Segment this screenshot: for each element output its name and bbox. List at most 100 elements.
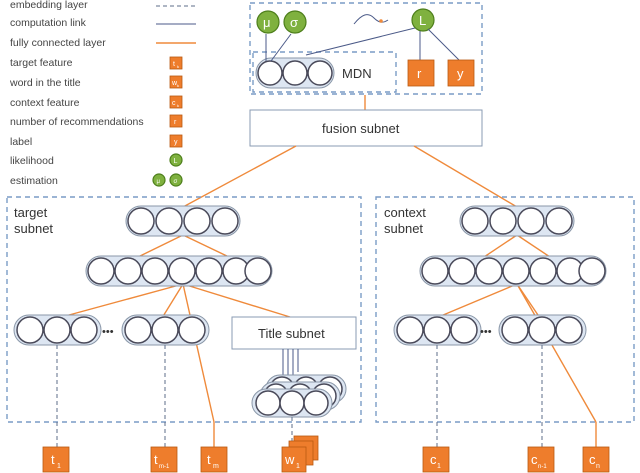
fc-link <box>516 234 551 258</box>
legend-estimation-mu: μ <box>157 179 161 185</box>
distribution-curve-icon <box>353 14 389 25</box>
target-subnet-label-line2: subnet <box>14 221 53 236</box>
legend-target-sub: k <box>177 64 179 69</box>
fc-link <box>516 283 597 423</box>
fusion-subnet-box <box>249 109 483 147</box>
c1-sub: 1 <box>437 463 441 470</box>
context-top-layer <box>459 205 575 237</box>
link-L-mdn <box>305 27 416 56</box>
title-subnet-label: Title subnet <box>258 326 325 341</box>
legend-likelihood-symbol: L <box>174 158 178 165</box>
mdn-label: MDN <box>342 66 372 81</box>
legend-word-sub: k <box>177 83 179 88</box>
y-symbol: y <box>457 66 464 81</box>
legend-computation-label: computation link <box>10 17 87 29</box>
mu-circle <box>256 10 280 34</box>
c1-square <box>422 446 450 473</box>
c1-node <box>423 316 451 344</box>
context-top-node <box>517 207 545 235</box>
r-symbol: r <box>417 66 422 81</box>
context-top-node <box>489 207 517 235</box>
ellipsis-context: ••• <box>480 326 492 338</box>
sigma-symbol: σ <box>290 15 298 30</box>
context-middle-node <box>421 257 449 285</box>
target-top-layer <box>125 205 241 237</box>
fc-link <box>435 283 518 319</box>
tm1-square <box>150 446 178 473</box>
legend-estimation-sigma: σ <box>174 179 178 185</box>
t1-node <box>16 316 44 344</box>
cn1-sub: n-1 <box>538 464 547 470</box>
tm-square <box>200 446 228 473</box>
legend-context-symbol: c <box>172 100 176 107</box>
legend-context-label: context feature <box>10 97 80 109</box>
legend-label-square <box>169 134 183 148</box>
legend-label-symbol: y <box>174 139 178 146</box>
tm1-node <box>124 316 152 344</box>
context-middle-node <box>529 257 557 285</box>
ellipsis-target: ••• <box>102 326 114 338</box>
legend-target-label: target feature <box>10 57 73 69</box>
context-subnet-label-line1: context <box>384 205 426 220</box>
cn-sub: n <box>596 463 600 470</box>
c1-node <box>450 316 478 344</box>
cn-square <box>582 446 610 473</box>
legend-estimation-sigma-circle <box>169 173 183 187</box>
mdn-node <box>307 60 333 86</box>
legend-target-square <box>169 56 183 70</box>
tm-sub: m <box>213 463 219 470</box>
legend-word-label: word in the title <box>9 77 81 89</box>
legend-estimation-label: estimation <box>10 175 58 187</box>
c1-node <box>396 316 424 344</box>
t1-node <box>43 316 71 344</box>
context-middle-node <box>502 257 530 285</box>
target-top-node <box>127 207 155 235</box>
legend-context-square <box>169 95 183 109</box>
sigma-circle <box>283 10 307 34</box>
fusion-to-target-link <box>182 145 297 208</box>
context-top-node <box>545 207 573 235</box>
title-stack-node <box>303 390 329 416</box>
mdn-dashed-box <box>252 51 397 93</box>
target-middle-node <box>87 257 115 285</box>
fc-link <box>483 234 518 258</box>
tm1-symbol: t <box>154 452 158 467</box>
link-mdn-sigma <box>270 33 292 62</box>
fc-link <box>182 234 230 258</box>
tm1-node <box>178 316 206 344</box>
t1-symbol: t <box>51 452 55 467</box>
t1-square <box>42 446 70 473</box>
context-middle-node <box>475 257 503 285</box>
target-middle-node <box>114 257 142 285</box>
likelihood-symbol: L <box>419 13 426 28</box>
legend-recommendations-label: number of recommendations <box>10 116 144 128</box>
fc-link <box>57 283 184 319</box>
target-top-node <box>155 207 183 235</box>
c1-symbol: c <box>430 452 437 467</box>
w1-square <box>281 446 307 473</box>
target-middle-node <box>195 257 223 285</box>
cn1-node <box>555 316 583 344</box>
legend-likelihood-label: likelihood <box>10 155 54 167</box>
target-subnet-label-line1: target <box>14 205 48 220</box>
output-block: MDN μ σ L r y <box>249 2 483 95</box>
fc-link <box>161 283 184 319</box>
mdn-node <box>257 60 283 86</box>
fusion-to-context-link <box>413 145 518 208</box>
target-middle-node <box>168 257 196 285</box>
t1-sub: 1 <box>57 463 61 470</box>
legend-target-symbol: t <box>173 61 175 68</box>
legend-embedding-label: embedding layer <box>10 0 88 11</box>
likelihood-circle <box>411 8 435 32</box>
tm-symbol: t <box>207 452 211 467</box>
tm1-sub: m-1 <box>159 464 170 470</box>
target-subnet-box <box>6 196 362 423</box>
context-top-node <box>461 207 489 235</box>
w1-sub: 1 <box>296 463 300 470</box>
w1-symbol: w <box>284 452 295 467</box>
legend: embedding layer computation link fully c… <box>9 0 196 187</box>
cn1-square <box>527 446 555 473</box>
target-top-node <box>211 207 239 235</box>
sample-point-icon <box>379 19 383 23</box>
